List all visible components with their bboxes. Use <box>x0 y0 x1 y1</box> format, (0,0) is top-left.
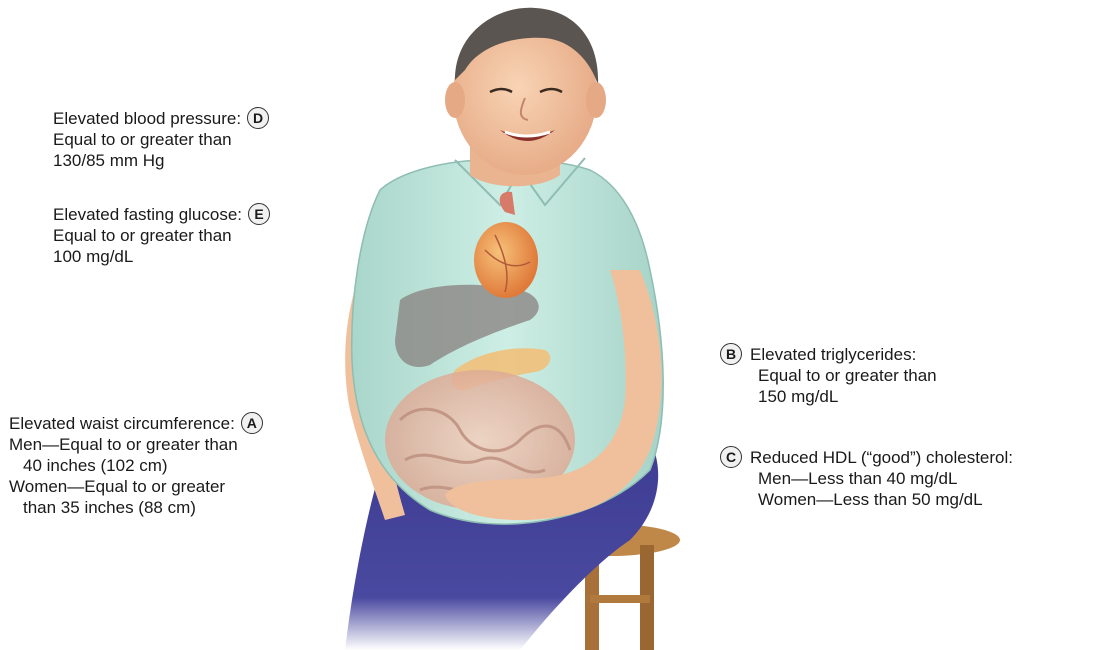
callout-title: Elevated fasting glucose: <box>53 204 242 225</box>
callout-line: 40 inches (102 cm) <box>9 455 263 476</box>
letter-badge-d: D <box>247 107 269 129</box>
callout-title: Elevated waist circumference: <box>9 413 235 434</box>
callout-waist-circumference: Elevated waist circumference: A Men—Equa… <box>9 412 263 518</box>
callout-title: Elevated blood pressure: <box>53 108 241 129</box>
callout-title: Elevated triglycerides: <box>750 344 916 365</box>
callout-line: Men—Less than 40 mg/dL <box>758 468 1013 489</box>
letter-badge-e: E <box>248 203 270 225</box>
letter-badge-a: A <box>241 412 263 434</box>
callout-line: 150 mg/dL <box>758 386 937 407</box>
head <box>445 8 606 175</box>
callout-hdl-cholesterol: C Reduced HDL (“good”) cholesterol: Men—… <box>720 446 1013 510</box>
callout-line: 100 mg/dL <box>53 246 270 267</box>
callout-blood-pressure: Elevated blood pressure: D Equal to or g… <box>53 107 269 171</box>
callout-title: Reduced HDL (“good”) cholesterol: <box>750 447 1013 468</box>
callout-triglycerides: B Elevated triglycerides: Equal to or gr… <box>720 343 937 407</box>
callout-line: Equal to or greater than <box>53 129 269 150</box>
callout-line: Women—Equal to or greater <box>9 476 263 497</box>
letter-badge-b: B <box>720 343 742 365</box>
callout-line: Equal to or greater than <box>758 365 937 386</box>
callout-fasting-glucose: Elevated fasting glucose: E Equal to or … <box>53 203 270 267</box>
letter-badge-c: C <box>720 446 742 468</box>
callout-line: 130/85 mm Hg <box>53 150 269 171</box>
callout-line: Equal to or greater than <box>53 225 270 246</box>
callout-line: Women—Less than 50 mg/dL <box>758 489 1013 510</box>
callout-line: than 35 inches (88 cm) <box>9 497 263 518</box>
callout-line: Men—Equal to or greater than <box>9 434 263 455</box>
